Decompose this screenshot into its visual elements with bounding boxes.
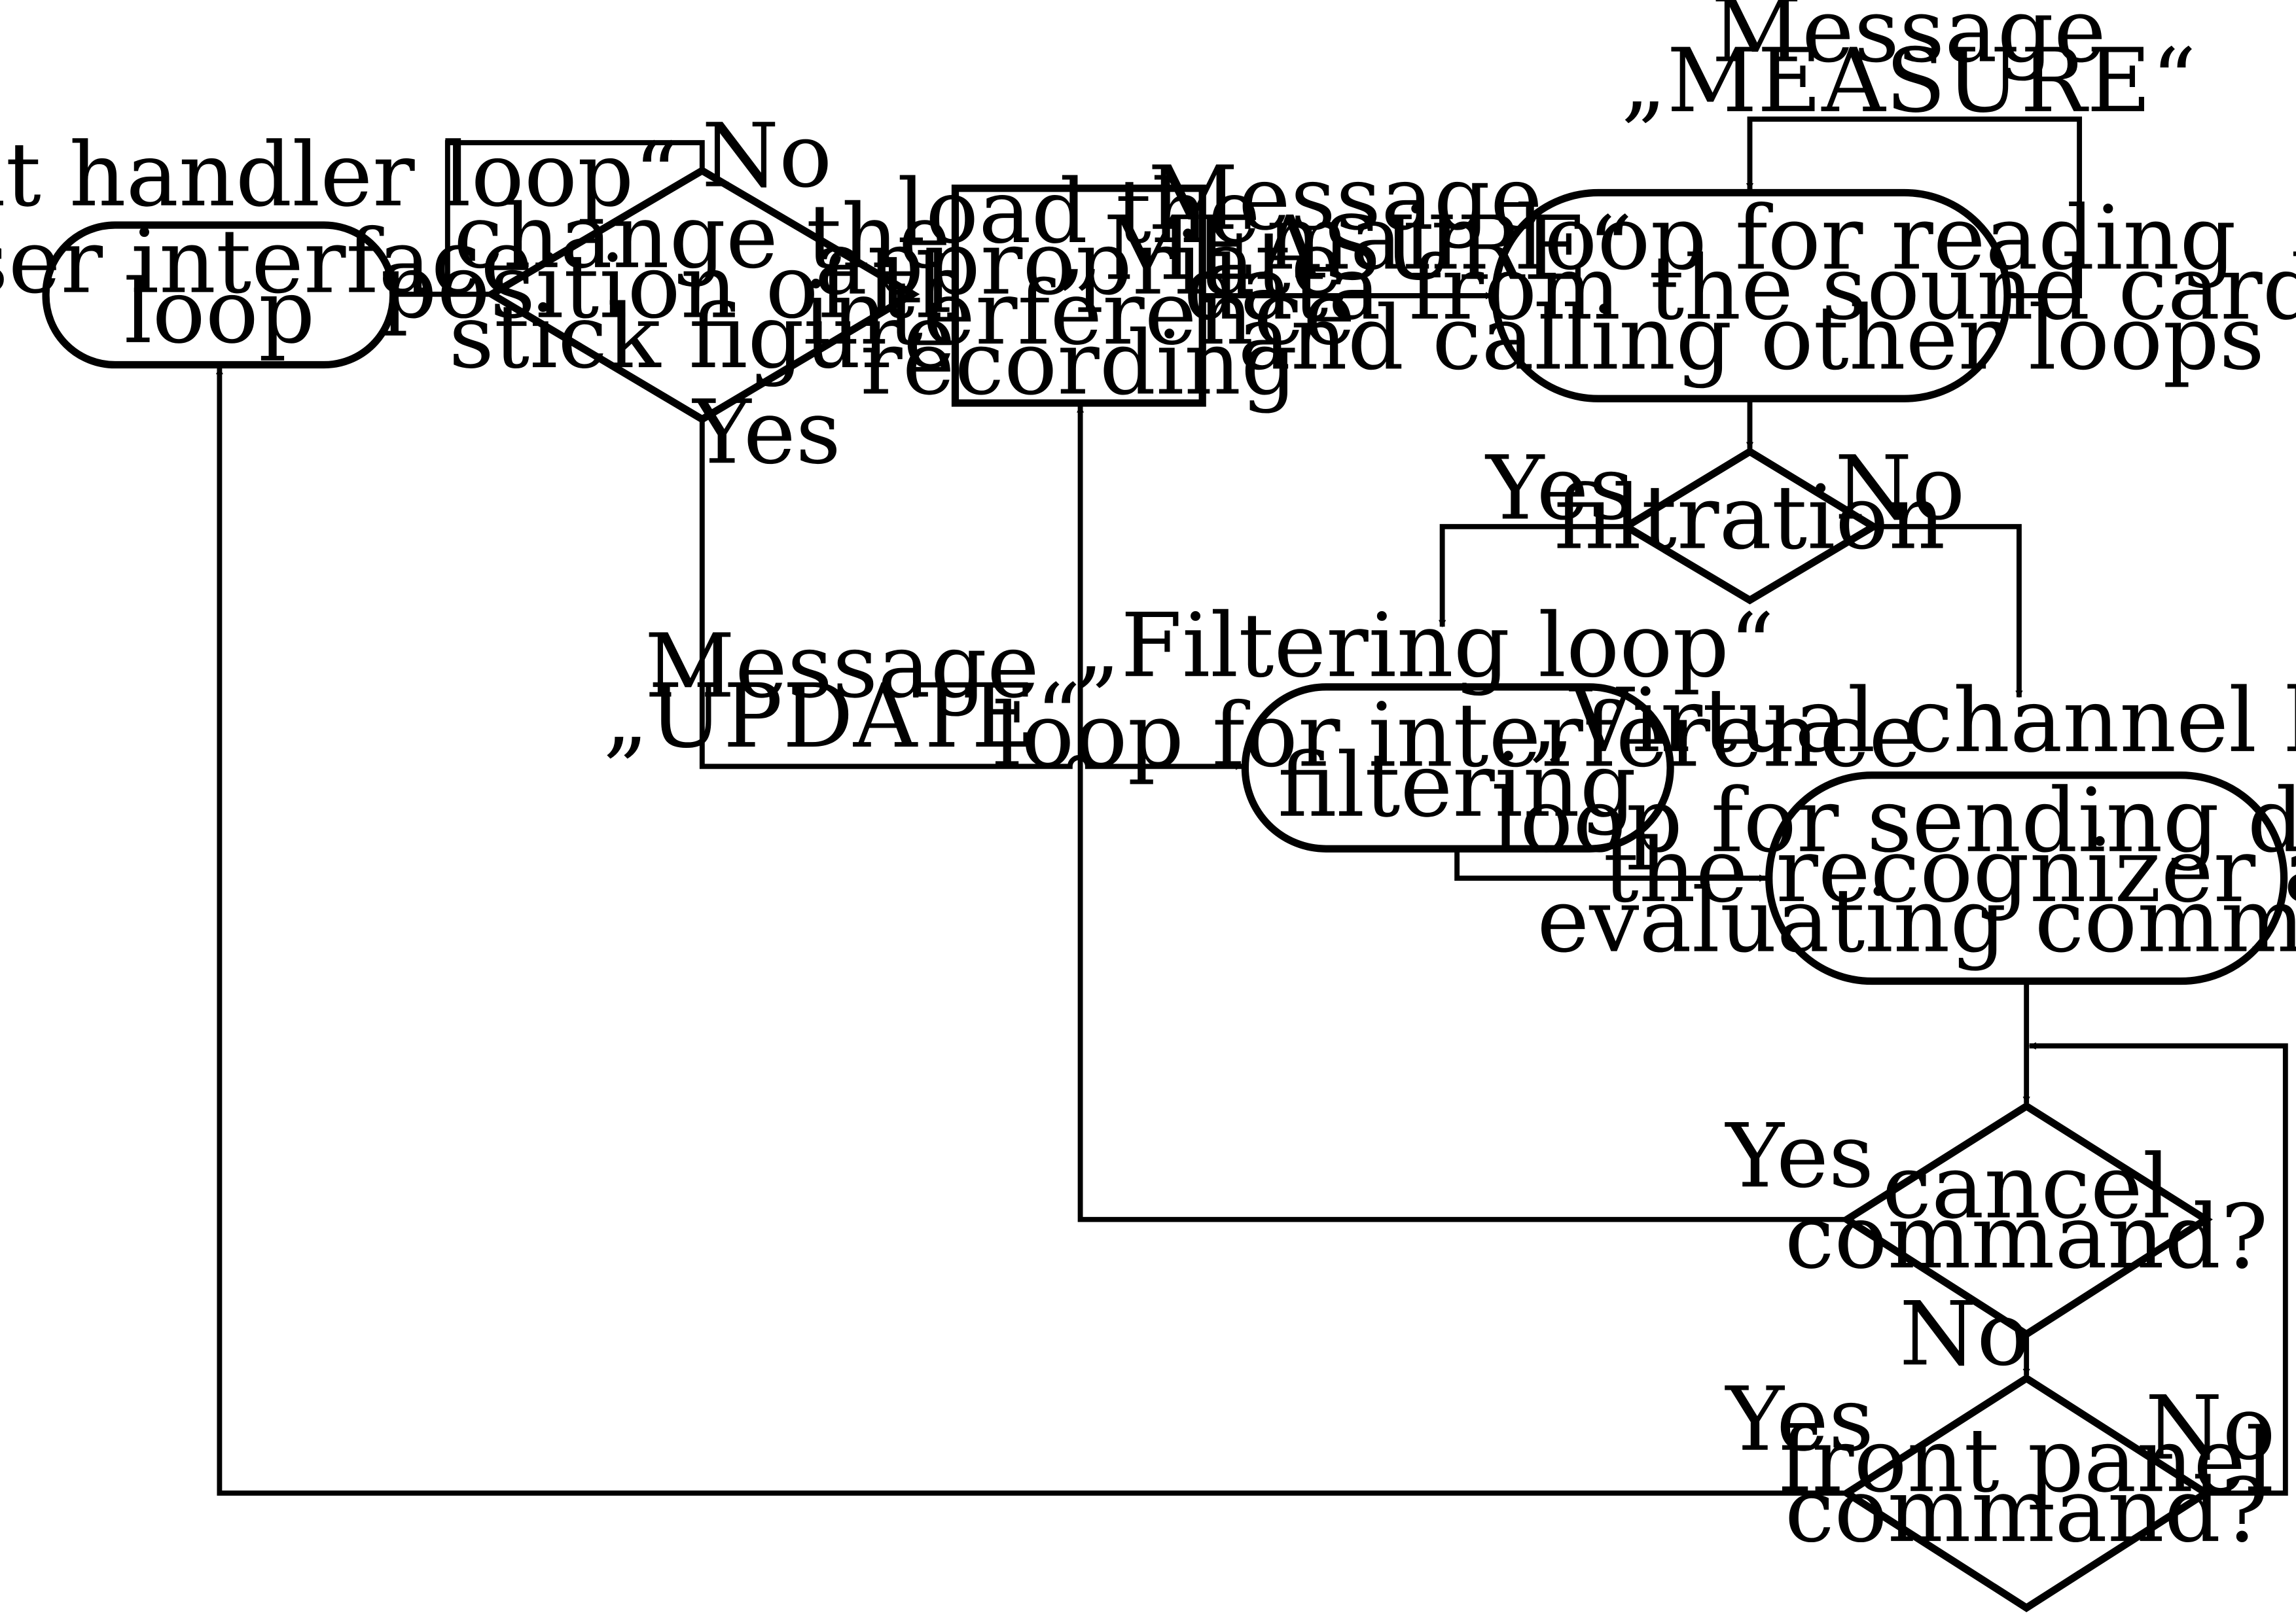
cancel-command-line-2: command? <box>1785 1186 2268 1288</box>
edge-main-measure-loop <box>1746 116 2083 298</box>
virtual-channel-line-1: loop for sending data to <box>1492 769 2296 872</box>
event-handler-loop-title: „Event handler loop“ <box>0 124 679 226</box>
edge-filtration-yes <box>1439 523 1626 627</box>
measure-mid-label-1: Message <box>1148 147 1543 250</box>
change-position-line-1: change the <box>454 185 951 288</box>
loop-direction-arrows <box>109 188 2179 985</box>
cancel-command-line-1: cancel <box>1882 1136 2171 1239</box>
front-panel-command-decision: front panel command? <box>1779 1373 2274 1612</box>
load-recording-line-1: load the <box>897 160 1261 263</box>
change-yes-label: Yes <box>692 381 841 484</box>
measure-top-label-2: „MEASURE“ <box>1621 29 2197 132</box>
edge-filtration-no <box>1873 523 2023 698</box>
front-panel-line-2: command? <box>1785 1459 2268 1562</box>
edge-front-no <box>2028 1042 2288 1496</box>
main-loop-line-1: main loop for reading <box>1266 186 2236 289</box>
cancel-command-decision: cancel command? <box>1785 1101 2268 1339</box>
update-label-1: Message <box>645 615 1039 718</box>
measure-top-label-1: Message <box>1712 0 2106 82</box>
virtual-channel-line-3: evaluating commands <box>1537 870 2296 972</box>
filtering-loop-title: „Filtering loop“ <box>1075 594 1774 697</box>
filtering-loop-line-1: loop for interference <box>993 684 1921 786</box>
update-label-2: „UPDATE“ <box>603 665 1081 768</box>
load-recording-line-4: recording <box>860 312 1297 415</box>
front-no-label: No <box>2145 1377 2276 1479</box>
main-loop-node: main loop for reading data from the soun… <box>1184 186 2296 402</box>
load-recording-line-3: interference <box>802 262 1355 364</box>
filtration-no-label: No <box>1835 437 1965 540</box>
change-no-label: No <box>702 105 832 207</box>
change-position-line-3: stick figure <box>449 285 956 388</box>
virtual-channel-line-2: the recognizer and <box>1604 819 2296 922</box>
measure-mid-label-2: „MEASURE“ <box>1058 197 1633 300</box>
main-loop-line-3: and calling other loops <box>1238 287 2265 389</box>
main-loop-line-2: data from the sound card <box>1184 237 2296 340</box>
filtration-decision: filtration <box>1554 447 1946 605</box>
cancel-no-label: No <box>1899 1282 2030 1385</box>
user-interface-loop-node: user interface loop <box>0 210 533 369</box>
filtering-loop-node: loop for interference filtering <box>993 683 1921 853</box>
filtering-loop-line-2: filtering <box>1278 734 1636 837</box>
front-panel-line-1: front panel <box>1779 1409 2274 1512</box>
filtration-yes-label: Yes <box>1484 437 1634 540</box>
user-interface-loop-line-2: loop <box>124 260 315 363</box>
edge-cancel-yes <box>1076 405 1847 1222</box>
virtual-channel-loop-node: loop for sending data to the recognizer … <box>1492 769 2296 985</box>
cancel-yes-label: Yes <box>1725 1104 1874 1207</box>
edge-filtering-to-virtual <box>1454 849 1767 882</box>
filtration-label: filtration <box>1554 467 1946 569</box>
front-yes-label: Yes <box>1725 1368 1874 1471</box>
change-position-decision: change the position of the stick figure <box>380 166 1024 424</box>
edge-front-yes <box>215 366 1847 1496</box>
virtual-channel-loop-title: „Virtual channel loop“ <box>1529 669 2296 772</box>
change-position-line-2: position of the <box>380 236 1024 338</box>
edge-change-no-loop <box>444 140 705 292</box>
